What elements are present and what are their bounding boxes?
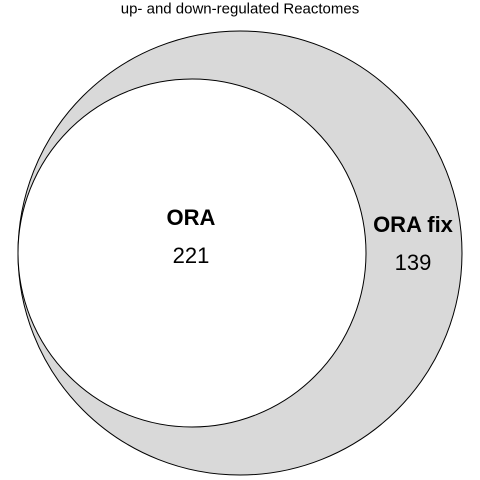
set-inner-count: 221 — [173, 243, 210, 268]
set-inner-circle — [17, 78, 367, 428]
diagram-title: up- and down-regulated Reactomes — [121, 1, 359, 18]
set-inner-label: ORA — [167, 205, 216, 230]
set-outer-label: ORA fix — [373, 212, 454, 237]
set-outer-count: 139 — [395, 250, 432, 275]
